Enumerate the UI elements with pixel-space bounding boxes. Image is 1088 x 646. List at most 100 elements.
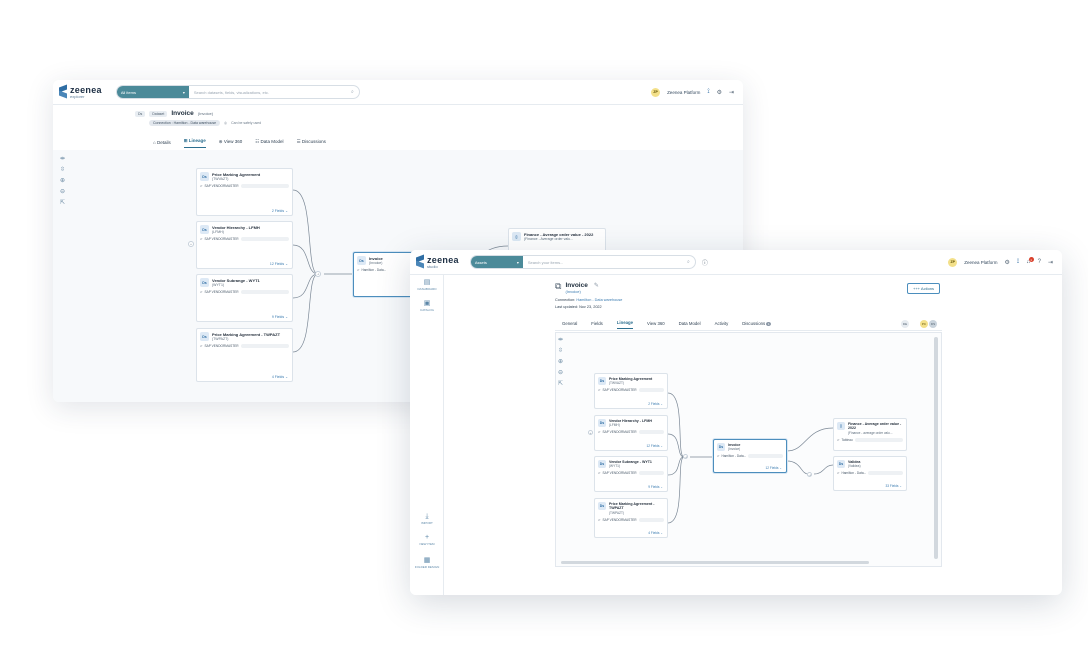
tab-discussions[interactable]: ☰ Discussions (297, 139, 326, 148)
tab-view-360[interactable]: ⊛ View 360 (219, 139, 242, 148)
search-scope-select[interactable]: Assets ▾ (470, 256, 523, 268)
tab-data-model[interactable]: ☷ Data Model (255, 139, 283, 148)
platform-name[interactable]: Zeenea Platform (667, 89, 701, 95)
fit-width-icon[interactable]: ⇹ (60, 156, 66, 162)
zeenea-switch-icon[interactable]: ⟟ (707, 88, 710, 95)
node-fields-toggle[interactable]: 33 Fields ⌄ (886, 484, 903, 488)
sidebar-item-import[interactable]: ⤓ IMPORT (410, 513, 444, 525)
zeenea-switch-icon[interactable]: ⟟ (1016, 258, 1020, 265)
studio-logo[interactable]: zeenea studio (416, 255, 459, 269)
tab-view-360[interactable]: View 360 (647, 321, 665, 326)
node-fields-toggle[interactable]: 12 Fields ⌄ (270, 262, 288, 266)
node-fields-toggle[interactable]: 12 Fields ⌄ (766, 466, 783, 470)
lineage-junction[interactable]: ⇢ (315, 271, 321, 277)
sidebar-item-catalog[interactable]: ▣ CATALOG (410, 300, 444, 312)
settings-icon[interactable]: ⚙ (1004, 259, 1010, 266)
fit-height-icon[interactable]: ⇳ (60, 167, 66, 173)
logout-icon[interactable]: ⇥ (728, 89, 734, 96)
zeenea-logo-icon (59, 86, 67, 98)
node-fields-toggle[interactable]: 4 Fields ⌄ (648, 531, 663, 535)
platform-name[interactable]: Zeenea Platform (964, 259, 998, 265)
sidebar-item-dashboard[interactable]: ▤ DASHBOARD (410, 279, 444, 291)
help-icon[interactable]: ? (1037, 259, 1041, 265)
edit-icon[interactable]: ✎ (593, 283, 599, 289)
export-icon[interactable]: ⇱ (558, 381, 564, 387)
zoom-out-icon[interactable]: ⊖ (60, 189, 66, 195)
logout-icon[interactable]: ⇥ (1047, 259, 1053, 266)
avatar[interactable]: ZP (651, 87, 661, 97)
node-fields-toggle[interactable]: 4 Fields ⌄ (272, 375, 288, 379)
node-title: Invoice (728, 443, 741, 447)
avatar[interactable]: DS (929, 320, 937, 328)
tab-lineage-label: Lineage (188, 138, 206, 143)
tab-fields[interactable]: Fields (591, 321, 603, 326)
expand-upstream-button[interactable]: + (188, 241, 194, 247)
node-fields-toggle[interactable]: 2 Fields ⌄ (648, 402, 663, 406)
actions-button[interactable]: +++ Actions (907, 283, 941, 294)
lineage-junction[interactable]: ⇢ (683, 454, 688, 459)
node-fields-toggle[interactable]: 2 Fields ⌄ (272, 209, 288, 213)
tag-icon: ▱ (200, 344, 203, 348)
tab-lineage[interactable]: ⊞ Lineage (183, 138, 206, 148)
tab-general[interactable]: General (562, 321, 578, 326)
vertical-scrollbar[interactable] (934, 337, 938, 559)
settings-icon[interactable]: ⚙ (716, 89, 722, 96)
tab-details[interactable]: ⌂ Details (153, 140, 171, 148)
search-icon[interactable]: ⌕ (687, 259, 690, 265)
sidebar-item-folder-design[interactable]: ▦ FOLDER DESIGN (410, 557, 444, 569)
node-subtitle: (WYT1) (609, 464, 620, 469)
horizontal-scrollbar[interactable] (561, 561, 869, 564)
avatar[interactable]: ZP (948, 257, 958, 267)
tab-discussions[interactable]: Discussions 1 (742, 321, 772, 329)
lineage-junction[interactable]: ⇢ (807, 472, 812, 477)
expand-upstream-button[interactable]: + (588, 430, 593, 435)
avatar[interactable]: PC (920, 320, 928, 328)
search-icon[interactable]: ⌕ (351, 89, 354, 95)
node-fields-toggle[interactable]: 9 Fields ⌄ (272, 315, 288, 319)
sidebar-item-label: CATALOG (420, 308, 434, 312)
info-icon[interactable]: ⓘ (701, 260, 708, 267)
sidebar-item-new-item[interactable]: + NEW ITEM (410, 534, 444, 546)
export-icon[interactable]: ⇱ (60, 200, 66, 206)
studio-search[interactable]: Assets ▾ Search your items... ⌕ (469, 255, 696, 269)
tab-activity[interactable]: Activity (714, 321, 729, 326)
node-tag: SAP VENDORMASTER (204, 237, 239, 241)
tab-data-model[interactable]: Data Model (678, 321, 701, 326)
dataset-icon: Ds (357, 256, 366, 265)
dataset-icon: Ds (598, 502, 606, 510)
search-scope-select[interactable]: All items ▾ (116, 86, 189, 98)
notifications-icon[interactable]: ♫1 (1026, 257, 1034, 265)
connection-link[interactable]: Hamilton - Data warehouse (576, 298, 623, 302)
search-input[interactable]: Search your items... (527, 259, 564, 265)
fit-width-icon[interactable]: ⇹ (558, 337, 564, 343)
lineage-icon: ⊞ (183, 138, 189, 143)
explorer-search[interactable]: All items ▾ Search datasets, fields, vis… (115, 85, 360, 99)
node-title: Price Marking Agreement - TWPAZT (609, 502, 655, 511)
node-fields-toggle[interactable]: 12 Fields ⌄ (647, 444, 664, 448)
zoom-out-icon[interactable]: ⊖ (558, 370, 564, 376)
fit-height-icon[interactable]: ⇳ (558, 348, 564, 354)
connection-badge[interactable]: Connection : Hamilton - Data warehouse (149, 120, 221, 126)
avatar[interactable]: DE (901, 320, 909, 328)
search-input[interactable]: Search datasets, fields, visualizations,… (193, 89, 269, 95)
tab-lineage[interactable]: Lineage (616, 320, 634, 329)
lineage-node[interactable]: ▯Finance - Average order value - 2022(Fi… (833, 418, 907, 451)
tag-icon: ▱ (717, 454, 720, 459)
zoom-in-icon[interactable]: ⊕ (60, 178, 66, 184)
zoom-in-icon[interactable]: ⊕ (558, 359, 564, 365)
explorer-logo[interactable]: zeenea explorer (59, 85, 102, 99)
sidebar-item-label: IMPORT (421, 521, 433, 525)
node-fields-toggle[interactable]: 9 Fields ⌄ (648, 485, 663, 489)
